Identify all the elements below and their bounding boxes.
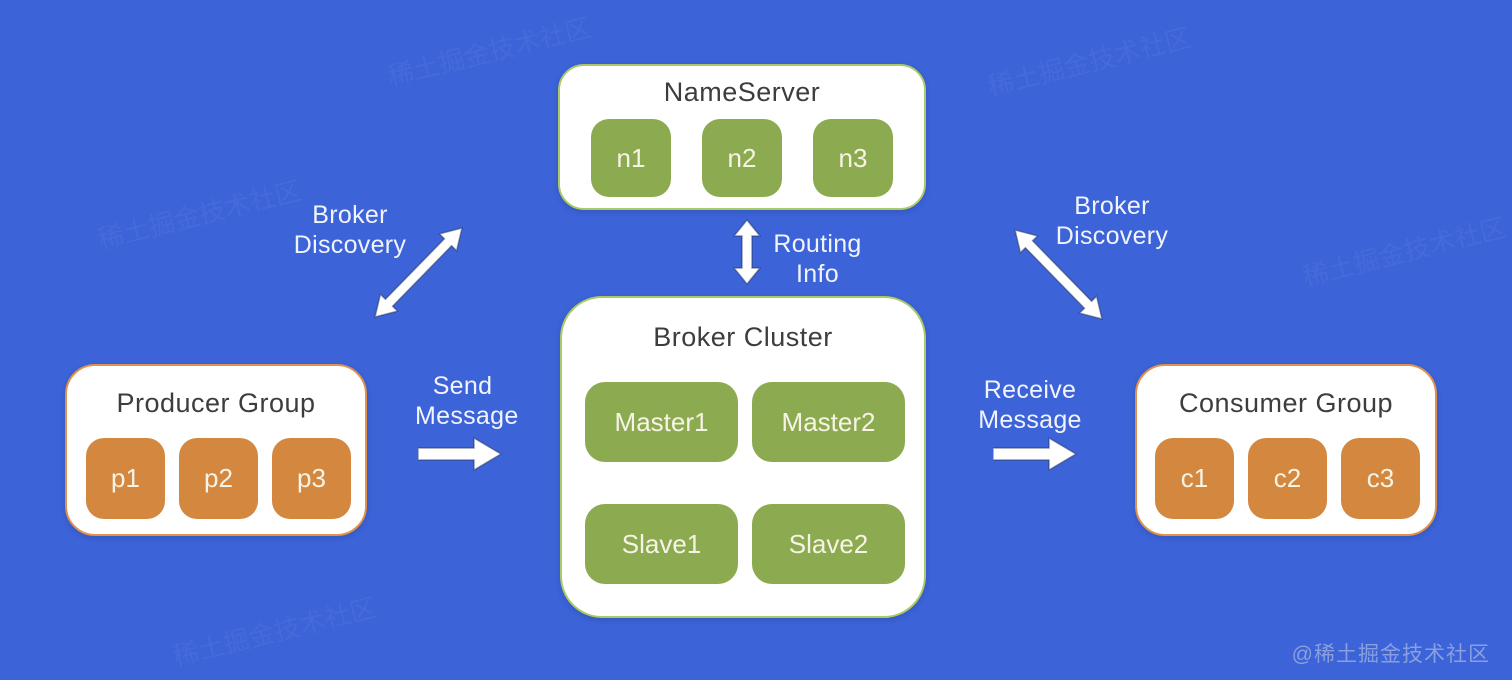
consumer-node-c3: c3 (1341, 438, 1420, 519)
producer-node-p3: p3 (272, 438, 351, 519)
broker-node-master2: Master2 (752, 382, 905, 462)
site-watermark: @稀土掘金技术社区 (1291, 643, 1490, 666)
nameserver-node-row: n1 n2 n3 (591, 119, 893, 197)
broker-node-slave2: Slave2 (752, 504, 905, 584)
routing-info-label: Routing Info (773, 230, 862, 288)
producer-node-p2: p2 (179, 438, 258, 519)
producer-node-row: p1 p2 p3 (86, 438, 351, 519)
receive-message-label: Receive Message (978, 376, 1082, 434)
broker-cluster-title: Broker Cluster (653, 322, 833, 352)
nameserver-node-n1: n1 (591, 119, 671, 197)
consumer-group-card: Consumer Group c1 c2 c3 (1135, 364, 1437, 536)
broker-node-slave1: Slave1 (585, 504, 738, 584)
broker-discovery-right-label: Broker Discovery (1055, 192, 1169, 250)
nameserver-title: NameServer (663, 77, 821, 107)
broker-cluster-card: Broker Cluster Master1 Master2 Slave1 Sl… (560, 296, 926, 618)
broker-slave-row: Slave1 Slave2 (585, 504, 905, 584)
consumer-node-row: c1 c2 c3 (1155, 438, 1420, 519)
broker-discovery-left-label: Broker Discovery (293, 201, 407, 259)
nameserver-node-n2: n2 (702, 119, 782, 197)
broker-node-master1: Master1 (585, 382, 738, 462)
background-watermark: 稀土掘金技术社区 (1299, 212, 1509, 292)
routing-info-double-arrow-icon (733, 219, 761, 285)
producer-group-title: Producer Group (116, 388, 316, 418)
receive-message-arrow-icon (993, 437, 1077, 471)
background-watermark: 稀土掘金技术社区 (169, 592, 379, 672)
nameserver-node-n3: n3 (813, 119, 893, 197)
send-message-label: Send Message (415, 372, 519, 430)
broker-master-row: Master1 Master2 (585, 382, 905, 462)
nameserver-card: NameServer n1 n2 n3 (558, 64, 926, 210)
producer-node-p1: p1 (86, 438, 165, 519)
background-watermark: 稀土掘金技术社区 (984, 22, 1194, 102)
producer-group-card: Producer Group p1 p2 p3 (65, 364, 367, 536)
broker-discovery-right-double-arrow-icon (1013, 228, 1104, 321)
consumer-node-c1: c1 (1155, 438, 1234, 519)
broker-discovery-left-double-arrow-icon (373, 226, 464, 319)
consumer-group-title: Consumer Group (1178, 388, 1394, 418)
send-message-arrow-icon (418, 437, 502, 471)
background-watermark: 稀土掘金技术社区 (94, 175, 304, 255)
consumer-node-c2: c2 (1248, 438, 1327, 519)
